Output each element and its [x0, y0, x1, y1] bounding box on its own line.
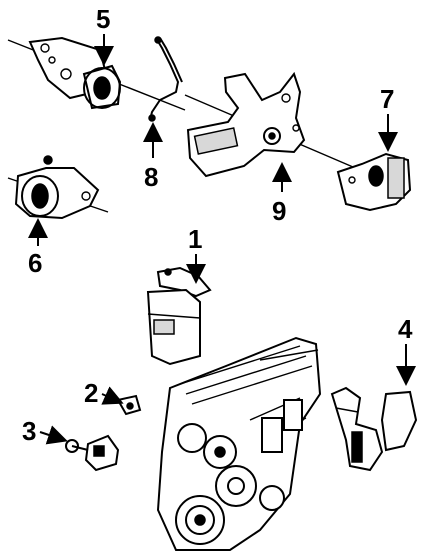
part-7-mount — [336, 152, 412, 212]
callout-9: 9 — [272, 162, 292, 226]
part-4-bracket — [330, 386, 418, 472]
callout-1: 1 — [186, 224, 206, 284]
part-9-bracket — [184, 71, 361, 178]
svg-text:5: 5 — [96, 4, 110, 34]
callout-7: 7 — [378, 84, 398, 152]
part-5-engine-mount — [7, 36, 186, 111]
callout-2: 2 — [84, 378, 124, 408]
callout-8: 8 — [143, 122, 163, 192]
callout-3: 3 — [22, 416, 68, 446]
svg-text:1: 1 — [188, 224, 202, 254]
callout-4: 4 — [396, 314, 416, 386]
svg-text:3: 3 — [22, 416, 36, 446]
part-2-clip — [116, 394, 142, 416]
callout-6: 6 — [28, 218, 48, 278]
callout-5: 5 — [94, 4, 114, 66]
svg-text:6: 6 — [28, 248, 42, 278]
part-8-rod — [148, 36, 183, 122]
part-3-bracket — [65, 434, 120, 472]
svg-text:7: 7 — [380, 84, 394, 114]
svg-text:2: 2 — [84, 378, 98, 408]
engine-block — [156, 336, 322, 551]
svg-text:9: 9 — [272, 196, 286, 226]
part-1-bracket — [146, 266, 212, 366]
part-6-mount — [7, 155, 109, 220]
svg-text:4: 4 — [398, 314, 413, 344]
svg-text:8: 8 — [144, 162, 158, 192]
